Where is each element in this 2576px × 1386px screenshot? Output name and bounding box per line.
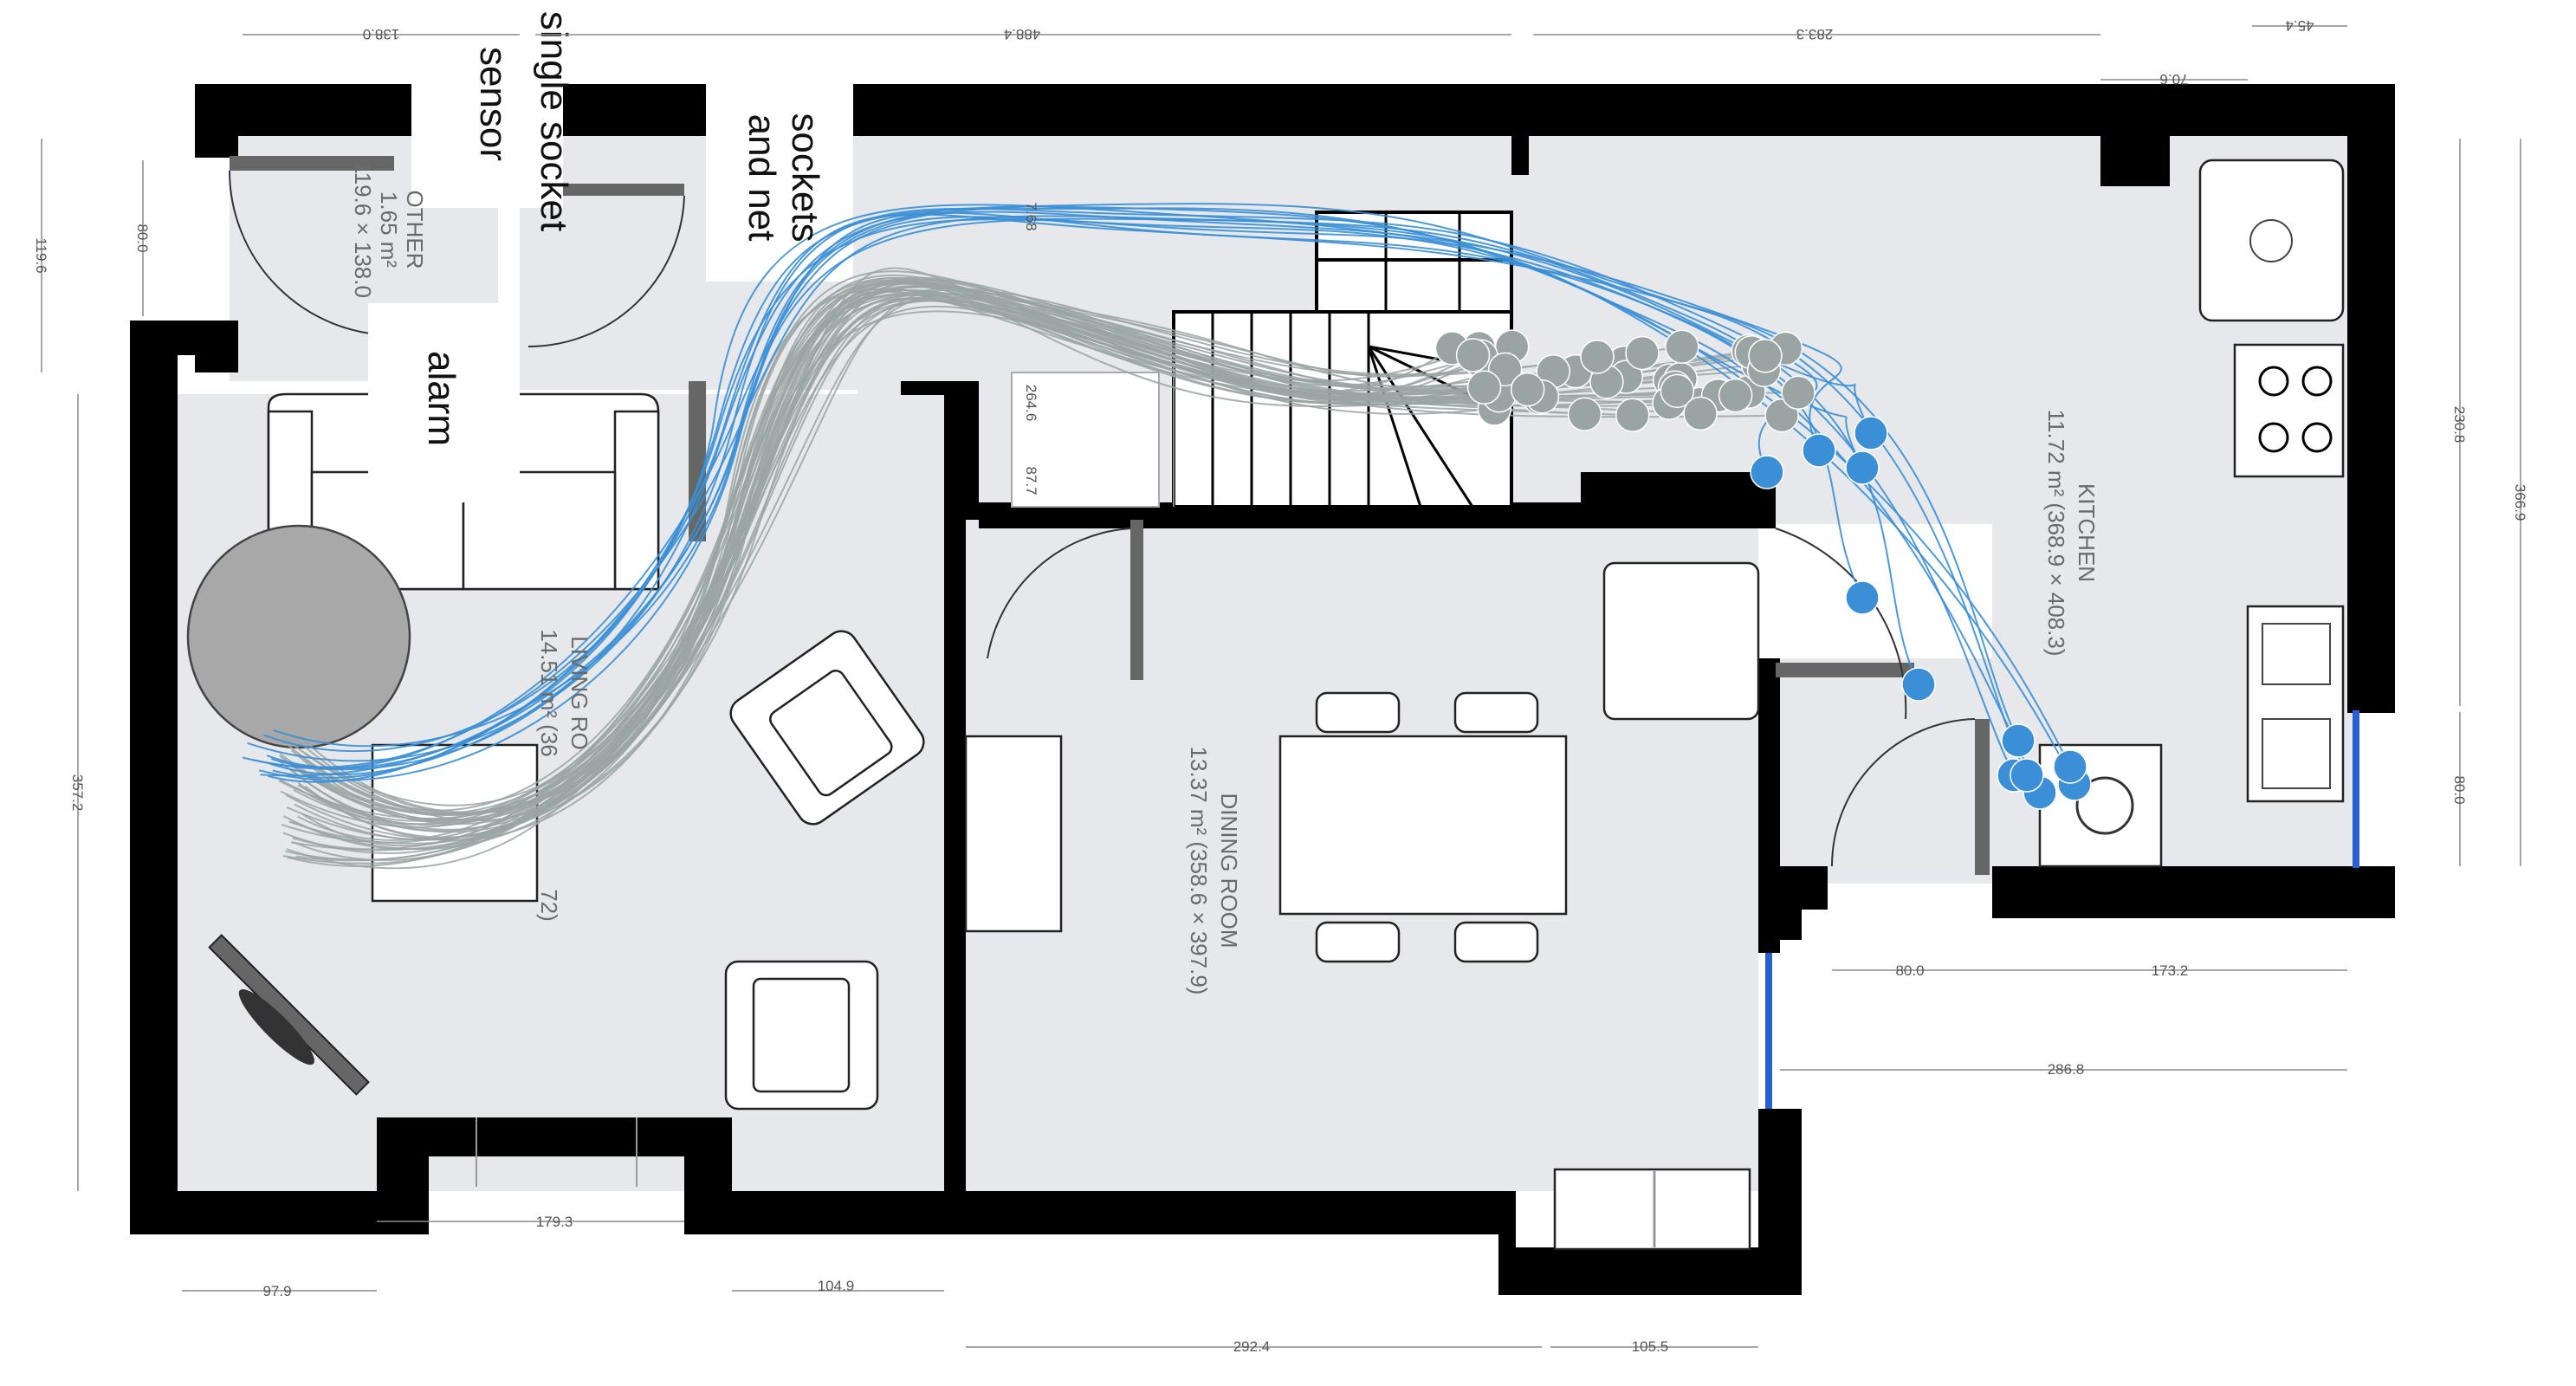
trajectory-endpoint [1748,338,1783,373]
trajectory-endpoint [1580,340,1615,374]
trajectory-endpoint [1854,416,1888,450]
trajectory-path [293,280,1598,826]
dim-top-right: 283.3 [1796,26,1834,42]
trajectory-endpoint [1683,396,1718,431]
trajectory-endpoint [1665,329,1699,365]
alarm-note: alarm [420,351,463,446]
trajectory-endpoint [1455,338,1491,372]
hob [2233,343,2345,478]
trajectory-endpoint [2010,758,2044,793]
room-labels: OTHER 1.65 m² 119.6 × 138.0 LIVING RO 14… [350,161,2100,994]
sockets-net-note-line1: sockets [784,113,826,242]
dining-room-name: DINING ROOM [1216,793,1242,948]
dim-kitchen-right: 173.2 [2152,962,2189,979]
trajectory-path [297,288,1718,812]
living-room-area: 14.51 m² (36 [536,629,562,756]
other-room-size: 119.6 × 138.0 [350,161,376,298]
kitchen-area: 11.72 m² (368.9 × 408.3) [2043,410,2069,657]
blue-endpoints [1750,416,2092,810]
dimension-lines [41,25,2521,1348]
armchair-top [729,630,925,826]
gray-endpoints [1434,329,1815,433]
dim-kitchen-total: 286.8 [2048,1061,2085,1078]
dim-small-right: 70.6 [2159,71,2188,87]
round-table [186,524,411,749]
floor-area [178,87,2369,1191]
trajectory-endpoint [2053,749,2087,784]
fridge [2198,159,2345,322]
trajectory-path [273,217,1872,748]
annotations: single socket sensor sockets and net ala… [420,11,826,446]
trajectory-endpoint [1660,373,1695,409]
sockets-net-note-line2: and net [741,114,783,242]
living-room-size: 72) [536,889,562,922]
storage-unit [1553,1168,1751,1251]
dim-top-middle: 488.4 [1004,26,1041,42]
trajectory-path [282,277,1675,854]
single-socket-note: single socket [533,11,575,231]
dim-top-far-right: 45.4 [2285,17,2314,34]
trajectory-endpoint [1510,372,1545,407]
trajectory-endpoint [1567,397,1602,431]
living-room-name: LIVING RO [566,636,592,749]
trajectory-endpoint [1466,370,1502,405]
dim-left-door: 80.0 [134,223,151,252]
trajectory-path [291,296,1678,822]
dim-bottom-1049: 104.9 [818,1278,855,1294]
trajectory-path [242,210,1842,771]
stair-label-a: 7.68 [1023,202,1039,230]
alarm-note-bg [368,303,520,502]
trajectory-path [290,287,1682,832]
dim-bottom-1055: 105.5 [1632,1338,1669,1355]
sideboard [964,735,1063,933]
dim-right-total: 366.9 [2512,484,2528,521]
trajectory-endpoint [1625,335,1660,371]
tv-unit [208,934,370,1096]
stair-label-c: 87.7 [1023,466,1039,495]
trajectory-endpoint [1615,398,1650,432]
dim-right-lower: 80.0 [2451,775,2468,804]
trajectory-path [285,300,1474,839]
trajectory-path [272,218,2071,779]
window-dining [1765,953,1772,1109]
dim-kitchen-door: 80.0 [1895,962,1924,979]
dim-left-long: 357.2 [69,774,86,812]
trajectory-path [280,276,1766,831]
dim-bottom-1793: 179.3 [536,1214,573,1230]
dim-bottom-979: 97.9 [262,1283,291,1299]
armchair-dining [1602,561,1760,721]
dining-room-area: 13.37 m² (358.6 × 397.9) [1186,747,1212,995]
trajectory-endpoint [1845,450,1880,485]
trajectory-path [300,267,1764,824]
socket-note-bg [411,35,563,208]
trajectory-path [286,279,1701,870]
sink [2246,605,2345,803]
gray-trajectories [278,267,1799,870]
dimension-labels: 138.0 488.4 283.3 45.4 70.6 119.6 80.0 3… [33,17,2528,1355]
stair-label-b: 264.6 [1023,385,1039,422]
kitchen-name: KITCHEN [2074,483,2100,582]
trajectory-endpoint [1718,378,1753,413]
dim-right-upper: 230.8 [2451,406,2468,444]
trajectory-path [270,216,2075,785]
dining-table [1278,691,1568,963]
dim-left-short: 119.6 [33,237,49,273]
walls [130,84,2395,1295]
window-kitchen [2353,710,2359,868]
trajectory-endpoint [1802,433,1836,468]
radiator [476,1117,638,1187]
other-room-area: 1.65 m² [376,191,402,268]
dim-bottom-2924: 292.4 [1233,1338,1271,1355]
trajectory-endpoint [1750,455,1784,489]
trajectory-endpoint [2001,723,2036,758]
dim-top-left: 138.0 [363,26,400,42]
trajectory-endpoint [1901,667,1936,702]
trajectory-endpoint [1845,580,1880,615]
trajectory-endpoint [1781,375,1815,411]
other-room-name: OTHER [402,191,428,269]
smoke-sensor-note: sensor [472,47,515,161]
armchair-bottom [724,960,879,1111]
